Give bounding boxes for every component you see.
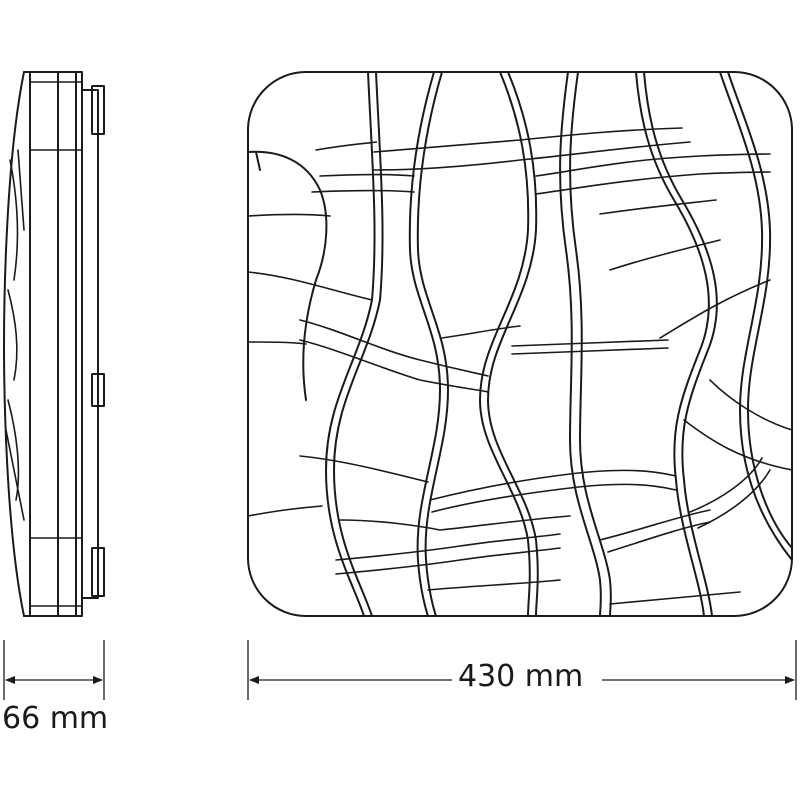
depth-dimension: 66 mm [2, 640, 108, 736]
width-dimension: 430 mm [247, 640, 797, 700]
side-view [3, 71, 105, 617]
mounting-clip-bottom [91, 547, 105, 597]
front-view [247, 71, 793, 617]
depth-label: 66 mm [2, 701, 108, 736]
wave-pattern [248, 72, 792, 616]
mounting-clip-top [91, 85, 105, 135]
width-label: 430 mm [458, 659, 583, 694]
fixture-outline [247, 71, 793, 617]
mounting-clip-middle [91, 373, 105, 407]
